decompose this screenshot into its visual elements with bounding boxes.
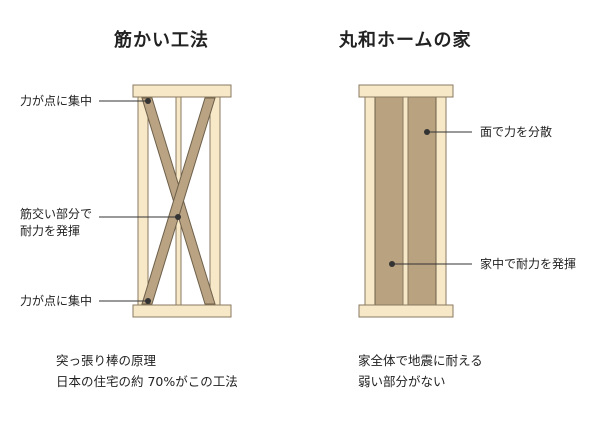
left-title: 筋かい工法	[114, 30, 209, 51]
right-label-lower: 家中で耐力を発揮	[480, 257, 577, 271]
left-caption-line1: 突っ張り棒の原理	[56, 353, 157, 368]
point-top	[145, 98, 151, 104]
left-caption: 突っ張り棒の原理 日本の住宅の約 70%がこの工法	[56, 350, 238, 392]
right-caption-line1: 家全体で地震に耐える	[358, 353, 483, 368]
panel-frame	[358, 84, 472, 318]
panel-right	[406, 96, 437, 306]
right-caption-line2: 弱い部分がない	[358, 374, 446, 389]
panel-center-post	[402, 95, 409, 307]
right-title: 丸和ホームの家	[339, 30, 472, 51]
panel-left-stud	[364, 95, 376, 307]
panel-top-plate	[358, 84, 454, 98]
left-label-mid-1: 筋交い部分で	[20, 207, 93, 221]
left-label-bottom: 力が点に集中	[20, 294, 93, 308]
left-label-top: 力が点に集中	[20, 94, 93, 108]
bottom-plate	[132, 304, 232, 318]
panel-right-stud	[435, 95, 447, 307]
point-bottom	[145, 298, 151, 304]
top-plate	[132, 84, 232, 98]
diagonal-brace-2	[141, 97, 216, 305]
right-stud	[209, 95, 221, 307]
right-label-upper: 面で力を分散	[480, 125, 553, 139]
left-stud	[137, 95, 149, 307]
point-mid	[175, 214, 181, 220]
brace-frame	[99, 84, 232, 318]
panel-bottom-plate	[358, 304, 454, 318]
left-caption-line2: 日本の住宅の約 70%がこの工法	[56, 374, 238, 389]
left-label-mid-2: 耐力を発揮	[20, 224, 81, 238]
panel-left	[374, 96, 405, 306]
right-caption: 家全体で地震に耐える 弱い部分がない	[358, 350, 483, 392]
